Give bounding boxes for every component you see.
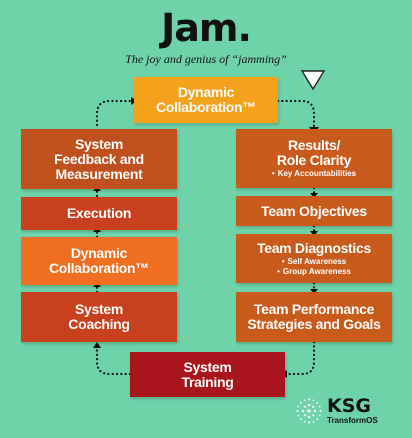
page-subtitle: The joy and genius of “jamming”: [125, 52, 287, 66]
right-box-4-line1: Team Performance: [253, 301, 375, 317]
left-box-3-line2: Collaboration™: [48, 260, 150, 276]
logo-name: KSG: [327, 395, 372, 417]
arrowhead-left-bottom: [93, 342, 101, 348]
right-box-3-bullet1: Self Awareness: [282, 257, 347, 267]
right-box-2-line1: Team Objectives: [261, 202, 367, 219]
bottom-box-line2: Training: [181, 373, 234, 390]
team-diagnostics-box: Team Diagnostics Self Awareness Group Aw…: [236, 234, 392, 283]
execution-box: Execution: [21, 197, 177, 230]
system-coaching-box: System Coaching: [21, 292, 177, 342]
start-triangle-icon: [300, 70, 326, 91]
left-box-2-line1: Execution: [66, 205, 132, 221]
top-box-line2: Collaboration™: [155, 99, 257, 115]
page-title: Jam.: [161, 6, 252, 50]
team-objectives-box: Team Objectives: [236, 196, 392, 226]
right-box-4-line2: Strategies and Goals: [247, 316, 381, 332]
left-box-1-line2: Feedback and: [54, 150, 144, 167]
right-box-1-bullet1: Key Accountabilities: [272, 169, 356, 179]
connector-top-right: [276, 99, 316, 131]
bottom-box-line1: System: [183, 358, 232, 375]
arrowhead-right-4: [310, 289, 318, 294]
system-training-box: System Training: [130, 352, 285, 397]
connector-bottom-left: [95, 343, 132, 376]
connector-bottom-right: [283, 340, 316, 376]
left-box-4-line2: Coaching: [68, 316, 130, 332]
team-performance-box: Team Performance Strategies and Goals: [236, 292, 392, 342]
results-role-clarity-box: Results/ Role Clarity Key Accountabiliti…: [236, 129, 392, 188]
right-box-1-line1: Results/: [287, 137, 341, 153]
left-box-1-line1: System: [74, 135, 123, 152]
left-box-3-line1: Dynamic: [70, 245, 128, 261]
right-box-3-line1: Team Diagnostics: [257, 239, 371, 256]
right-box-3-bullet2: Group Awareness: [277, 267, 351, 277]
arrowhead-right-3: [310, 231, 318, 236]
top-box-line1: Dynamic: [177, 84, 235, 100]
system-feedback-measurement-box: System Feedback and Measurement: [21, 129, 177, 189]
left-box-1-line3: Measurement: [55, 165, 143, 182]
arrowhead-right-2: [310, 193, 318, 198]
logo-tagline: TransformOS: [327, 416, 378, 425]
dotted-spiral-icon: [296, 398, 322, 424]
top-dynamic-collaboration-box: Dynamic Collaboration™: [134, 77, 278, 123]
left-dynamic-collaboration-box: Dynamic Collaboration™: [21, 237, 177, 285]
connector-top-left: [95, 99, 136, 131]
right-box-1-line2: Role Clarity: [276, 152, 352, 168]
left-box-4-line1: System: [74, 301, 123, 317]
